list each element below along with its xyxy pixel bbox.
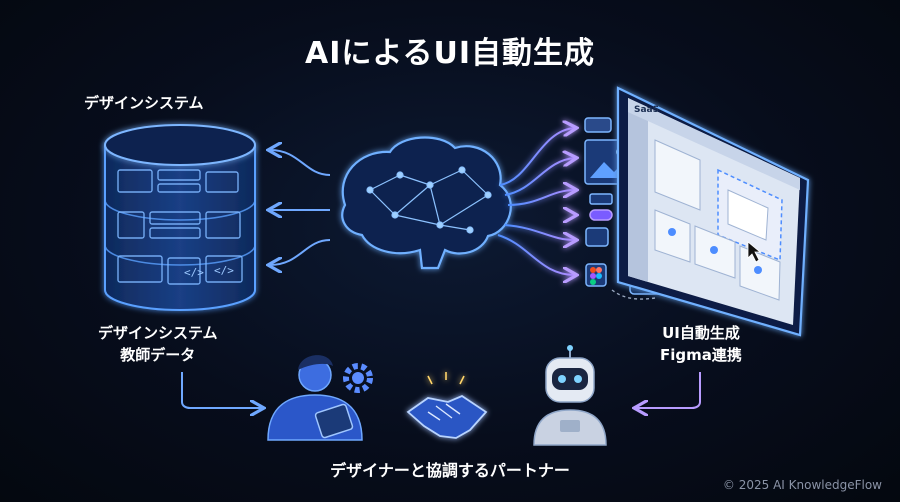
svg-text:</>: </>	[214, 264, 234, 277]
ui-generation-line2: Figma連携	[660, 346, 742, 364]
figma-logo-icon	[590, 267, 602, 285]
gear-icon	[343, 363, 373, 393]
design-system-database-icon: </> </>	[104, 124, 256, 311]
copyright-text: © 2025 AI KnowledgeFlow	[722, 478, 882, 492]
design-system-label: デザインシステム	[84, 94, 204, 112]
teacher-data-label: デザインシステム 教師データ	[98, 322, 218, 366]
ui-generation-line1: UI自動生成	[662, 324, 740, 342]
right-bottom-arrow	[636, 372, 701, 408]
svg-text:</>: </>	[184, 266, 204, 279]
ai-brain-icon	[341, 136, 512, 270]
teacher-data-line1: デザインシステム	[98, 324, 218, 342]
designer-person-icon	[267, 355, 363, 441]
robot-icon	[533, 345, 607, 446]
database-brain-arrows	[270, 150, 331, 265]
ui-generation-label: UI自動生成 Figma連携	[660, 322, 742, 366]
handshake-icon	[406, 372, 488, 439]
partner-label: デザイナーと協調するパートナー	[330, 461, 570, 480]
brain-to-ui-flow-lines	[497, 128, 575, 275]
teacher-data-line2: 教師データ	[120, 346, 196, 364]
cursor-icon	[747, 241, 762, 263]
mockup-brand: SaaS	[634, 105, 659, 115]
page-title: AIによるUI自動生成	[304, 36, 595, 71]
left-bottom-arrow	[181, 372, 262, 408]
saas-screen-mockup	[616, 86, 810, 337]
